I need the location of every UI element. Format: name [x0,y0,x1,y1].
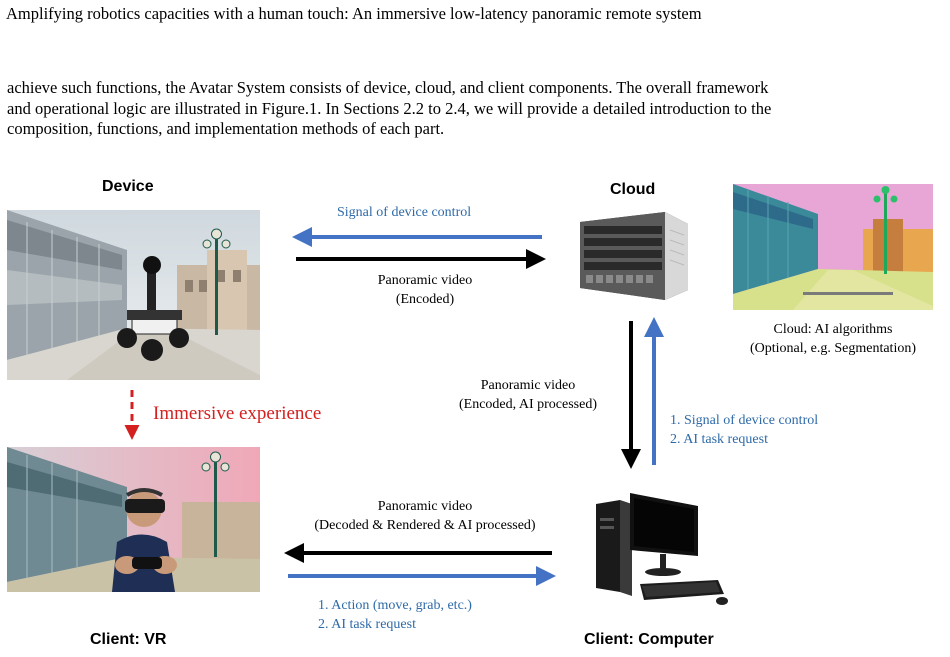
label-client-actions: 1. Action (move, grab, etc.) 2. AI task … [318,596,472,634]
device-robot-photo [7,210,260,380]
client-vr-photo [7,447,260,592]
label-line: Panoramic video [377,273,473,288]
device-header: Device [102,178,154,195]
label-line: (Optional, e.g. Segmentation) [749,341,917,356]
client-computer-image [590,488,730,610]
body-paragraph: achieve such functions, the Avatar Syste… [7,78,947,140]
label-line: (Encoded, AI processed) [458,397,597,412]
label-line: Panoramic video [480,378,576,393]
paragraph-line: achieve such functions, the Avatar Syste… [7,78,769,97]
cloud-ai-caption: Cloud: AI algorithms (Optional, e.g. Seg… [733,320,933,358]
label-signal-device-control: Signal of device control [337,205,472,220]
label-line: Cloud: AI algorithms [773,322,893,337]
label-line: 1. Signal of device control [670,413,819,428]
client-vr-header: Client: VR [90,631,167,648]
label-line: (Encoded) [395,292,455,307]
label-line: 1. Action (move, grab, etc.) [318,598,472,613]
paragraph-line: and operational logic are illustrated in… [7,98,772,118]
label-line: (Decoded & Rendered & AI processed) [314,518,536,533]
label-panoramic-encoded: Panoramic video (Encoded) [345,271,505,309]
paragraph-line: composition, functions, and implementati… [7,119,445,138]
label-line: 2. AI task request [670,432,768,447]
cloud-server-image [570,210,695,300]
cloud-header: Cloud [610,181,656,198]
label-line: 2. AI task request [318,617,416,632]
label-line: Panoramic video [377,499,473,514]
client-computer-header: Client: Computer [584,631,714,648]
label-panoramic-rendered: Panoramic video (Decoded & Rendered & AI… [290,497,560,535]
label-cloud-requests: 1. Signal of device control 2. AI task r… [670,411,818,449]
segmentation-image [733,184,933,310]
label-panoramic-ai: Panoramic video (Encoded, AI processed) [438,376,618,414]
running-title: Amplifying robotics capacities with a hu… [6,4,702,23]
label-immersive-experience: Immersive experience [153,403,322,424]
